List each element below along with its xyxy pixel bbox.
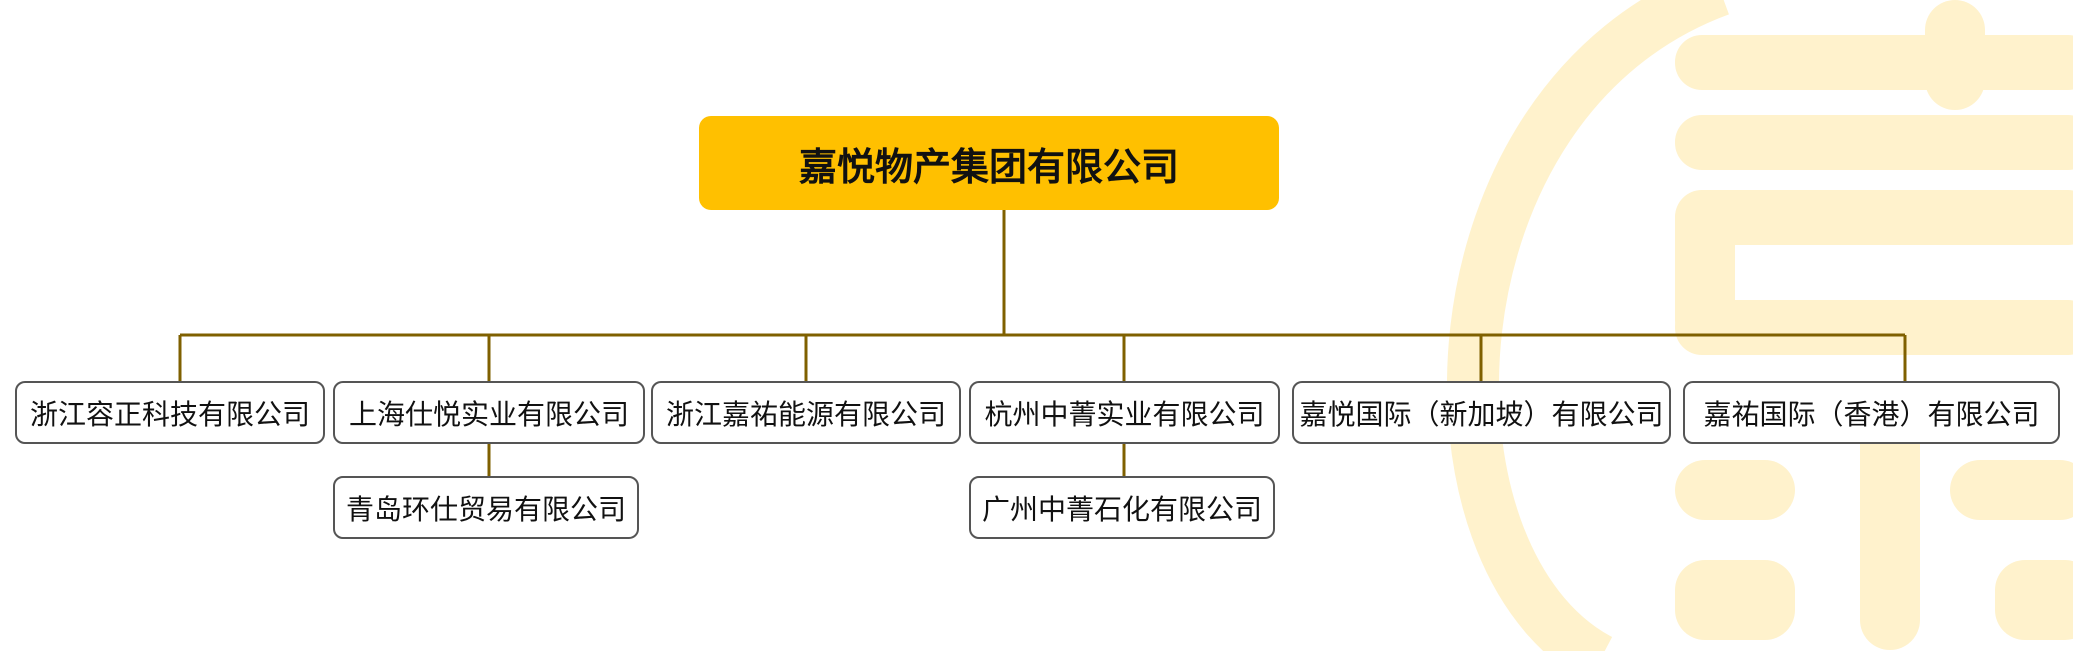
org-node-zjrz: 浙江容正科技有限公司 xyxy=(15,381,325,444)
org-node-label: 杭州中菁实业有限公司 xyxy=(984,397,1265,431)
org-node-qdhs: 青岛环仕贸易有限公司 xyxy=(333,476,639,539)
org-node-jygj: 嘉悦国际（新加坡）有限公司 xyxy=(1292,381,1671,444)
org-node-label: 嘉祐国际（香港）有限公司 xyxy=(1703,397,2040,431)
org-node-hzzj: 杭州中菁实业有限公司 xyxy=(969,381,1280,444)
org-node-zjjy: 浙江嘉祐能源有限公司 xyxy=(651,381,961,444)
org-node-shsy: 上海仕悦实业有限公司 xyxy=(333,381,645,444)
org-node-gzzj: 广州中菁石化有限公司 xyxy=(969,476,1275,539)
org-node-label: 青岛环仕贸易有限公司 xyxy=(345,492,626,526)
root-node: 嘉悦物产集团有限公司 xyxy=(699,116,1279,210)
root-node-label: 嘉悦物产集团有限公司 xyxy=(798,144,1179,189)
org-node-jygx: 嘉祐国际（香港）有限公司 xyxy=(1683,381,2060,444)
org-node-label: 上海仕悦实业有限公司 xyxy=(348,397,629,431)
org-node-label: 嘉悦国际（新加坡）有限公司 xyxy=(1299,397,1664,431)
org-node-label: 浙江容正科技有限公司 xyxy=(29,397,310,431)
org-node-label: 浙江嘉祐能源有限公司 xyxy=(665,397,946,431)
org-node-label: 广州中菁石化有限公司 xyxy=(981,492,1262,526)
